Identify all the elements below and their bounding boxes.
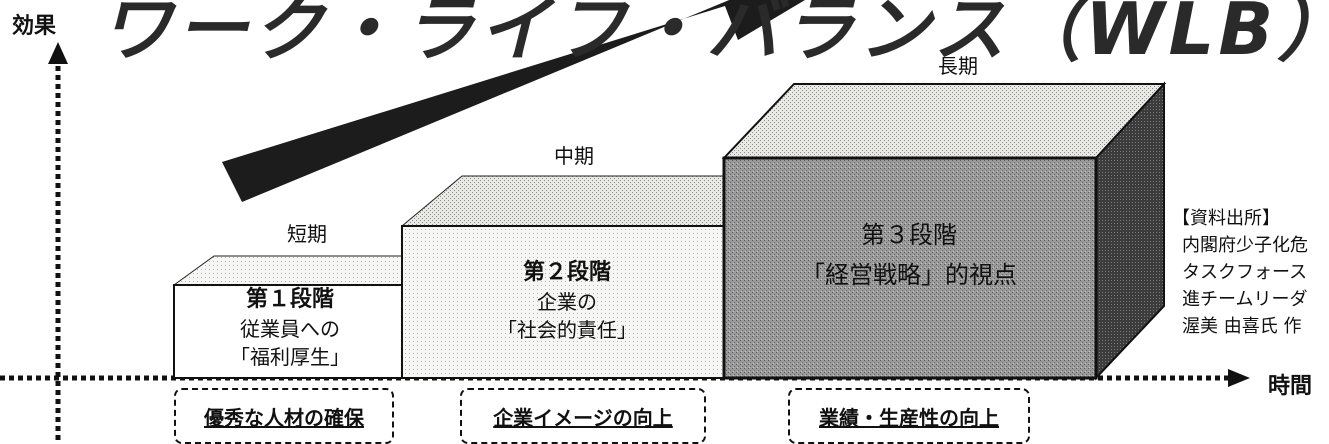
term-mid: 中期: [554, 144, 594, 168]
box3-front: [722, 156, 1098, 380]
outcome-1-text: 優秀な人材の確保: [204, 405, 364, 430]
stage-3-title: 第３段階: [861, 221, 957, 249]
growth-arrow: [222, 0, 805, 202]
box1-top: [172, 255, 421, 286]
box3-top: [721, 83, 1167, 159]
term-short: 短期: [287, 222, 327, 246]
stage-1-label: 第１段階 従業員への 「福利厚生」: [174, 285, 406, 371]
outcome-1: 優秀な人材の確保: [174, 388, 394, 444]
stage-2-label: 第２段階 企業の 「社会的責任」: [402, 258, 732, 344]
source-line-3: 進チームリーダ: [1182, 289, 1308, 310]
outcome-3-text: 業績・生産性の向上: [819, 405, 999, 430]
source-line-4: 渥美 由喜氏 作: [1182, 316, 1302, 337]
outcome-2-text: 企業イメージの向上: [493, 405, 673, 430]
stage-3-label: 第３段階 「経営戦略」的視点: [724, 215, 1094, 295]
stage-1-title: 第１段階: [245, 287, 334, 312]
term-long: 長期: [938, 54, 978, 78]
stage-2-title: 第２段階: [522, 260, 611, 285]
source-note: 【資料出所】 内閣府少子化危 タスクフォース 進チームリーダ 渥美 由喜氏 作: [1172, 205, 1329, 340]
banner-title: ワーク・ライフ・バランス（WLB）の効果: [100, 0, 1329, 71]
stage-1-line1: 従業員への: [240, 317, 340, 341]
y-axis-label: 効果: [12, 14, 57, 39]
source-line-1: 内閣府少子化危: [1182, 235, 1308, 256]
outcome-2: 企業イメージの向上: [460, 388, 706, 444]
source-heading: 【資料出所】: [1172, 208, 1280, 229]
y-axis-arrowhead: [48, 42, 68, 64]
stage-2-line2: 「社会的責任」: [497, 318, 637, 342]
outcome-3: 業績・生産性の向上: [788, 388, 1030, 444]
x-axis-arrowhead: [1228, 369, 1250, 387]
x-axis-label: 時間: [1268, 374, 1313, 399]
stage-3-line1: 「経営戦略」的視点: [801, 261, 1017, 289]
source-line-2: タスクフォース: [1182, 262, 1308, 283]
box1-front: [173, 284, 407, 379]
stage-1-line2: 「福利厚生」: [230, 345, 350, 369]
stage-2-line1: 企業の: [537, 290, 597, 314]
box2-top: [400, 175, 741, 227]
